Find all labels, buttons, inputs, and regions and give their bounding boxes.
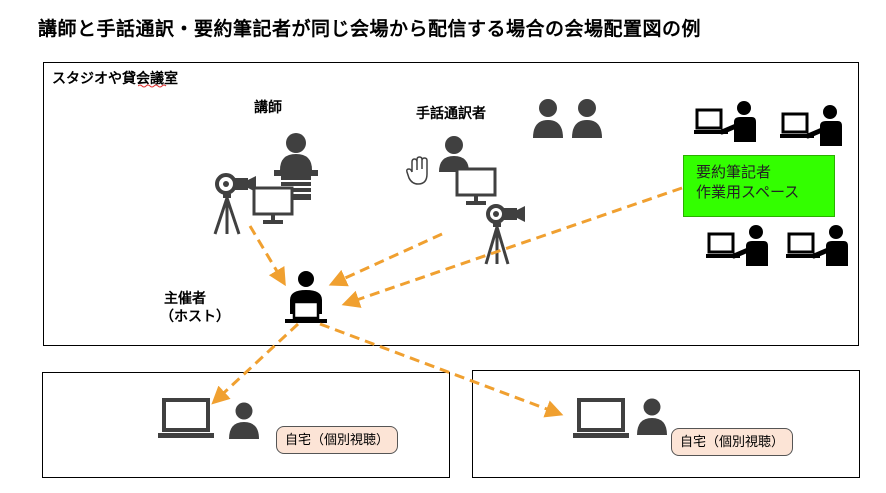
- home-area-2: [472, 370, 860, 478]
- arrow-interpreter-to-host: [328, 232, 443, 287]
- home2-person-icon: [637, 398, 667, 435]
- people-group-icon: [533, 99, 602, 138]
- host-laptop-person-icon: [285, 271, 327, 323]
- captioner-workspace-box: 要約筆記者 作業用スペース: [683, 155, 835, 217]
- arrow-host-to-home2: [319, 322, 564, 418]
- captioner-laptop-icon-3: [706, 225, 768, 266]
- interpreter-camera-icon: [484, 204, 525, 265]
- lecturer-label: 講師: [254, 100, 282, 116]
- home1-person-icon: [229, 402, 259, 439]
- lecturer-monitor-icon: [252, 186, 294, 224]
- interpreter-label: 手話通訳者: [416, 106, 486, 122]
- host-label-sub: （ホスト）: [160, 309, 230, 325]
- arrow-captioners-to-host: [341, 186, 683, 308]
- spellcheck-squiggle: [138, 84, 167, 88]
- studio-label: スタジオや貸会議室: [52, 71, 178, 87]
- raised-hand-icon: [406, 156, 428, 185]
- home2-label: 自宅（個別視聴）: [671, 428, 794, 456]
- page-title: 講師と手話通訳・要約筆記者が同じ会場から配信する場合の会場配置図の例: [38, 18, 702, 40]
- arrow-host-to-home1: [211, 322, 300, 405]
- captioner-laptop-icon-4: [786, 225, 848, 266]
- host-label: 主催者: [164, 291, 206, 307]
- home1-label: 自宅（個別視聴）: [276, 426, 399, 454]
- interpreter-monitor-icon: [455, 167, 497, 205]
- captioner-laptop-icon-2: [780, 105, 842, 146]
- lecturer-podium-icon: [274, 133, 318, 200]
- captioner-label-line1: 要約筆記者: [696, 163, 772, 181]
- home2-laptop-icon: [573, 398, 629, 438]
- home1-laptop-icon: [158, 398, 214, 438]
- captioner-label-line2: 作業用スペース: [696, 183, 800, 201]
- captioner-laptop-icon-1: [694, 101, 756, 142]
- arrow-lecturer-to-host: [248, 225, 286, 287]
